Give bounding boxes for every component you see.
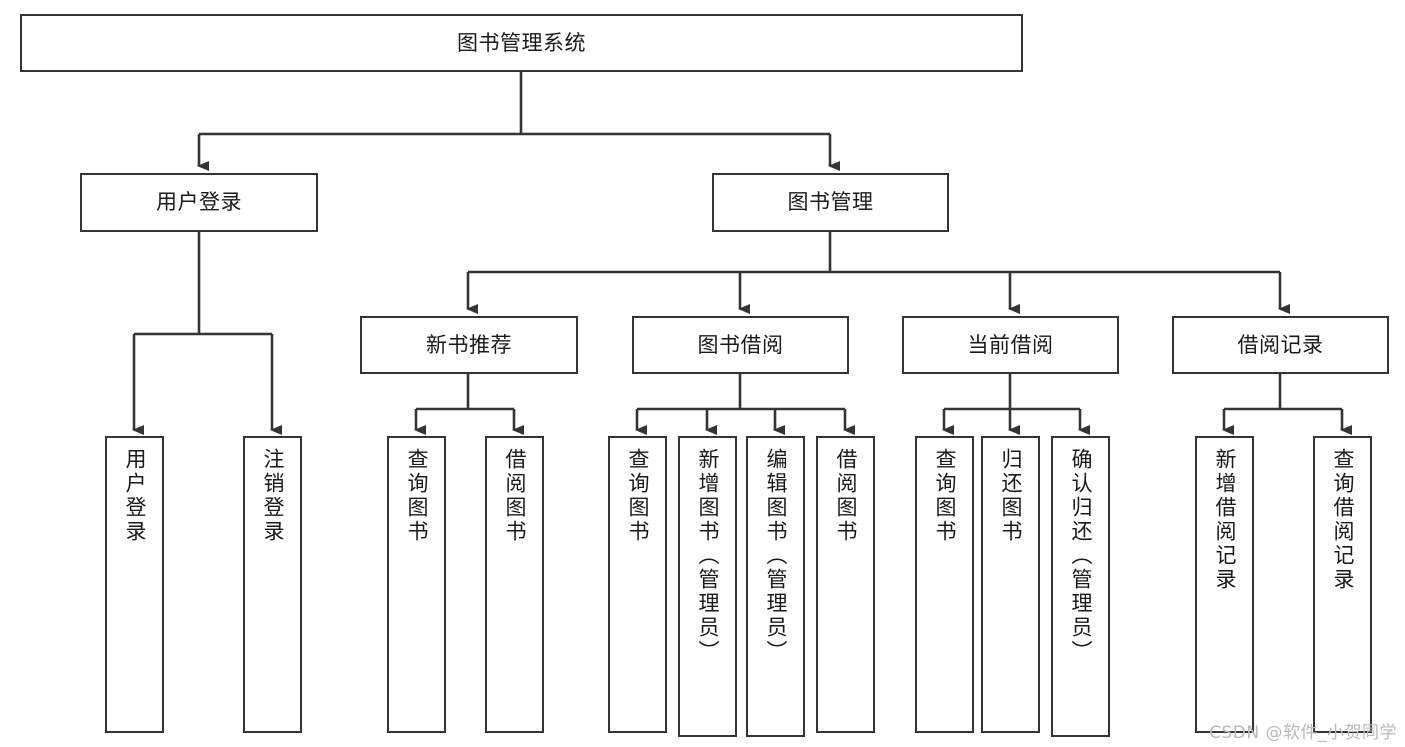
node-label: 借阅记录 — [1237, 332, 1324, 357]
node-label: 确认归还（管理员） — [1069, 448, 1093, 664]
leaf-book-borrow-edit[interactable]: 编辑图书（管理员） — [746, 436, 805, 737]
node-current-borrow[interactable]: 当前借阅 — [902, 316, 1119, 374]
node-label: 注销登录 — [261, 448, 285, 544]
node-label: 归还图书 — [999, 448, 1023, 544]
csdn-watermark: CSDN @软件_小贺同学 — [1209, 723, 1397, 743]
node-borrow-record[interactable]: 借阅记录 — [1172, 316, 1389, 374]
leaf-current-borrow-confirm-return[interactable]: 确认归还（管理员） — [1051, 436, 1110, 737]
node-label: 用户登录 — [123, 448, 147, 544]
leaf-user-login-signout[interactable]: 注销登录 — [243, 436, 302, 733]
node-label: 借阅图书 — [834, 448, 858, 544]
node-label: 图书借阅 — [697, 332, 784, 357]
node-user-login[interactable]: 用户登录 — [80, 173, 318, 232]
leaf-user-login-signin[interactable]: 用户登录 — [105, 436, 164, 733]
node-label: 借阅图书 — [503, 448, 527, 544]
node-label: 查询图书 — [933, 448, 957, 544]
leaf-current-borrow-query[interactable]: 查询图书 — [915, 436, 974, 733]
node-label: 新书推荐 — [426, 332, 512, 357]
leaf-borrow-record-add[interactable]: 新增借阅记录 — [1195, 436, 1254, 733]
node-label: 图书管理系统 — [457, 30, 586, 55]
leaf-book-borrow-query[interactable]: 查询图书 — [608, 436, 667, 733]
node-label: 新增图书（管理员） — [696, 448, 720, 664]
node-label: 查询借阅记录 — [1331, 448, 1355, 592]
node-label: 用户登录 — [156, 190, 242, 215]
leaf-current-borrow-return[interactable]: 归还图书 — [981, 436, 1040, 733]
leaf-book-borrow-add[interactable]: 新增图书（管理员） — [678, 436, 737, 737]
leaf-book-borrow-borrow[interactable]: 借阅图书 — [816, 436, 875, 733]
node-book-management[interactable]: 图书管理 — [712, 173, 949, 232]
leaf-borrow-record-query[interactable]: 查询借阅记录 — [1313, 436, 1372, 733]
node-label: 编辑图书（管理员） — [764, 448, 788, 664]
node-label: 查询图书 — [405, 448, 429, 544]
node-book-borrow[interactable]: 图书借阅 — [632, 316, 849, 374]
node-label: 新增借阅记录 — [1213, 448, 1237, 592]
node-label: 当前借阅 — [967, 332, 1054, 357]
node-root-system[interactable]: 图书管理系统 — [20, 14, 1023, 72]
node-label: 图书管理 — [787, 190, 874, 215]
leaf-new-book-query[interactable]: 查询图书 — [387, 436, 446, 733]
node-new-book-recommend[interactable]: 新书推荐 — [360, 316, 578, 374]
leaf-new-book-borrow[interactable]: 借阅图书 — [485, 436, 544, 733]
node-label: 查询图书 — [626, 448, 650, 544]
